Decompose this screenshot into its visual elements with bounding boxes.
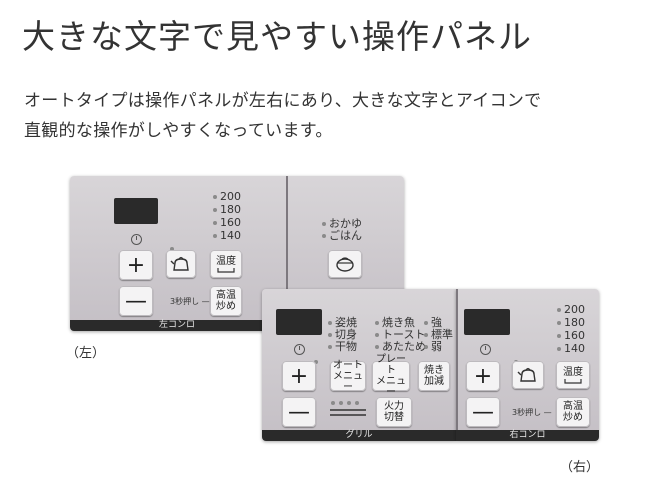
right-burner-bar: 右コンロ xyxy=(456,430,599,441)
heat-level-option: 標準 xyxy=(424,329,453,341)
temp-option: 180 xyxy=(557,316,585,329)
panel-divider xyxy=(286,176,288,331)
kettle-icon xyxy=(517,367,536,382)
description-line-1: オートタイプは操作パネルが左右にあり、大きな文字とアイコンで xyxy=(24,91,542,111)
temp-option: 180 xyxy=(213,203,241,216)
indicator-dot xyxy=(170,236,177,255)
description-line-2: 直観的な操作がしやすくなっています。 xyxy=(24,121,333,141)
right-plus-button[interactable]: + xyxy=(466,361,500,391)
temp-option: 160 xyxy=(213,216,241,229)
left-high-temp-fry-button[interactable]: 高温 炒め xyxy=(210,286,242,316)
grill-menu-col-2: 焼き魚 トースト あたため xyxy=(375,317,426,353)
rice-mode-option: ごはん xyxy=(322,230,362,242)
temp-option: 160 xyxy=(557,329,585,342)
grill-bar: グリル xyxy=(262,430,456,441)
fire-power-switch-button[interactable]: 火力 切替 xyxy=(376,397,412,427)
grill-menu-option: 切身 xyxy=(328,329,357,341)
grill-menu-option: トースト xyxy=(375,329,426,341)
flame-level-icon xyxy=(330,401,366,416)
right-temp-list: 200 180 160 140 xyxy=(557,303,585,355)
left-burner-display xyxy=(114,198,158,224)
pan-icon xyxy=(564,378,582,384)
left-plus-button[interactable]: + xyxy=(119,250,153,280)
grill-plus-button[interactable]: + xyxy=(282,361,316,391)
grill-minus-button[interactable]: — xyxy=(282,397,316,427)
temp-option: 200 xyxy=(557,303,585,316)
grill-menu-option: あたため xyxy=(375,341,426,353)
heat-level-option: 強 xyxy=(424,317,453,329)
timer-clock-icon xyxy=(294,344,305,355)
left-hold-3sec-label: 3秒押し — xyxy=(170,297,210,306)
rice-pot-icon xyxy=(336,257,354,272)
indicator-dot xyxy=(314,349,321,368)
right-minus-button[interactable]: — xyxy=(466,397,500,427)
pan-icon xyxy=(217,267,235,273)
grill-control-panel: 姿焼 切身 干物 焼き魚 トースト あたため 強 標準 弱 + — オート メニ… xyxy=(262,289,456,441)
grill-heat-level-list: 強 標準 弱 xyxy=(424,317,453,353)
right-control-panel: 200 180 160 140 + — 温度 3秒押し — 高温 炒め 右コンロ xyxy=(456,289,599,441)
right-kettle-button[interactable] xyxy=(512,361,544,389)
right-burner-display xyxy=(464,309,510,335)
rice-mode-list: おかゆ ごはん xyxy=(322,218,362,242)
temp-option: 140 xyxy=(213,229,241,242)
rice-button[interactable] xyxy=(328,250,362,278)
panel-divider xyxy=(456,289,458,441)
left-kettle-button[interactable] xyxy=(166,250,196,278)
left-burner-bar: 左コンロ xyxy=(70,320,404,331)
temp-option: 200 xyxy=(213,190,241,203)
grill-menu-option: 姿焼 xyxy=(328,317,357,329)
caption-left: （左） xyxy=(66,346,106,361)
rice-mode-option: おかゆ xyxy=(322,218,362,230)
heat-level-option: 弱 xyxy=(424,341,453,353)
grill-menu-option: 干物 xyxy=(328,341,357,353)
page-title: 大きな文字で見やすい操作パネル xyxy=(22,17,532,56)
right-hold-3sec-label: 3秒押し — xyxy=(512,408,552,417)
plate-menu-button[interactable]: プレート メニュー xyxy=(372,354,410,398)
kettle-icon xyxy=(170,256,189,271)
grill-adjust-button[interactable]: 焼き 加減 xyxy=(418,361,450,391)
right-temp-button[interactable]: 温度 xyxy=(556,361,590,389)
left-temp-button[interactable]: 温度 xyxy=(210,250,242,278)
left-temp-list: 200 180 160 140 xyxy=(213,190,241,242)
left-control-panel: 200 180 160 140 + — 温度 高温 炒め 3秒押し — おかゆ … xyxy=(70,176,404,331)
timer-clock-icon xyxy=(131,234,142,245)
right-high-temp-fry-button[interactable]: 高温 炒め xyxy=(556,397,590,427)
timer-clock-icon xyxy=(480,344,491,355)
caption-right: （右） xyxy=(560,460,600,475)
temp-option: 140 xyxy=(557,342,585,355)
grill-display xyxy=(276,309,322,335)
left-minus-button[interactable]: — xyxy=(119,286,153,316)
grill-menu-option: 焼き魚 xyxy=(375,317,426,329)
grill-flame-level-icon xyxy=(328,399,370,423)
grill-menu-col-1: 姿焼 切身 干物 xyxy=(328,317,357,353)
auto-menu-button[interactable]: オート メニュー xyxy=(330,360,366,393)
